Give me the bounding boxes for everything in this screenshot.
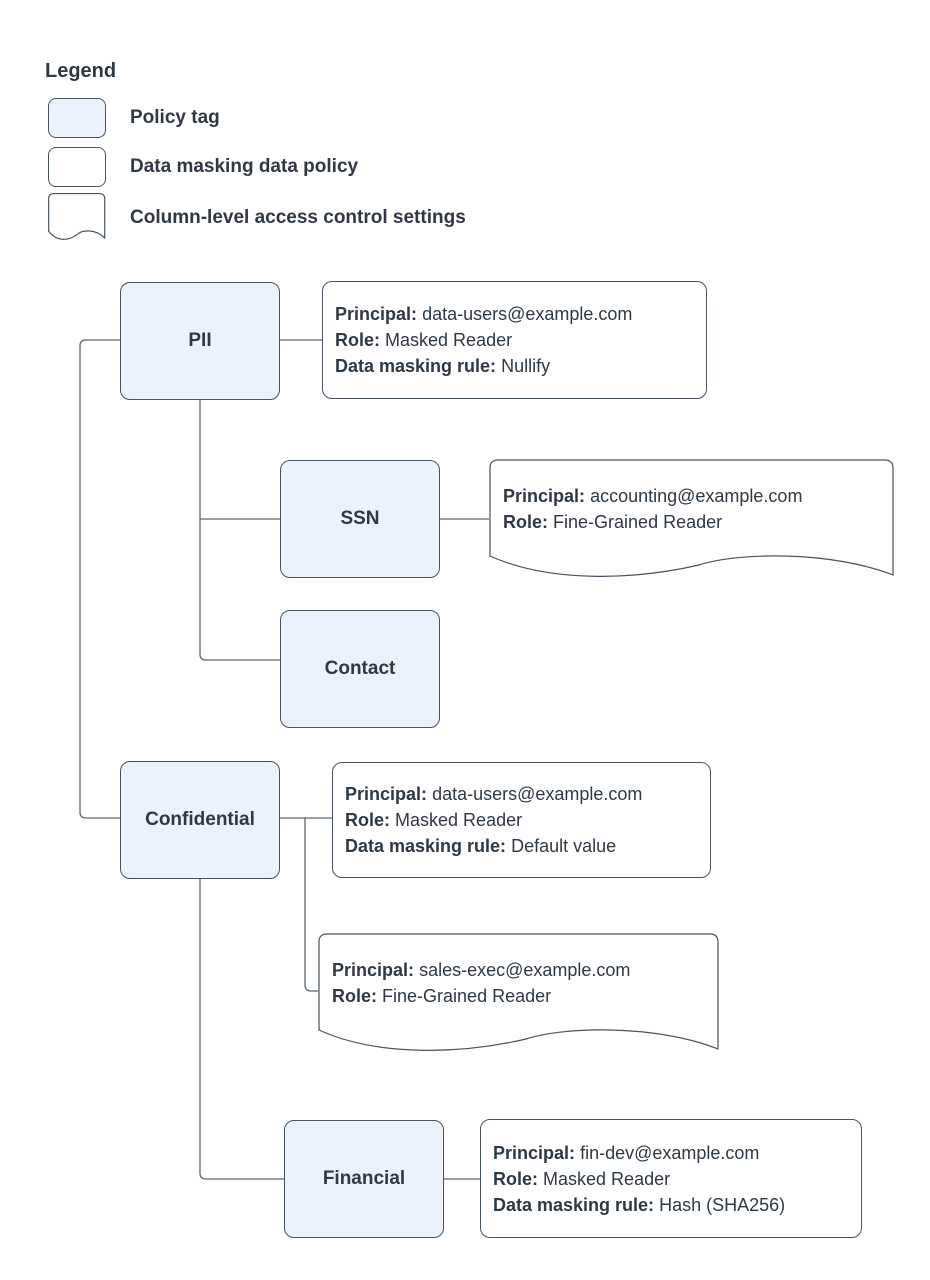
connector-confidential-financial — [199, 879, 284, 1180]
role-label: Role: — [332, 986, 377, 1006]
role-value: Masked Reader — [395, 810, 523, 830]
principal-row: Principal:data-users@example.com — [345, 781, 700, 807]
principal-label: Principal: — [345, 784, 428, 804]
principal-value: data-users@example.com — [422, 304, 633, 324]
role-label: Role: — [503, 512, 548, 532]
contact-policy-tag: Contact — [280, 610, 440, 728]
legend-item-policy-tag: Policy tag — [48, 98, 220, 138]
document-shape — [489, 459, 894, 577]
pii-tag-label: PII — [188, 330, 212, 351]
masking-rule-label: Data masking rule: — [493, 1194, 655, 1215]
financial-data-policy-card: Principal:fin-dev@example.com Role:Maske… — [480, 1119, 862, 1238]
principal-value: accounting@example.com — [590, 486, 803, 506]
document-shape — [318, 933, 719, 1051]
principal-label: Principal: — [503, 486, 586, 506]
confidential-data-policy-card: Principal:data-users@example.com Role:Ma… — [332, 762, 711, 878]
legend-item-label: Column-level access control settings — [130, 207, 466, 228]
masking-rule-value: Hash (SHA256) — [659, 1194, 786, 1215]
principal-row: Principal:fin-dev@example.com — [493, 1140, 851, 1166]
role-value: Masked Reader — [385, 330, 513, 350]
masking-rule-row: Data masking rule:Hash (SHA256) — [493, 1192, 851, 1218]
principal-value: fin-dev@example.com — [580, 1142, 760, 1163]
masking-rule-label: Data masking rule: — [345, 836, 507, 856]
masking-rule-row: Data masking rule:Nullify — [335, 353, 696, 379]
principal-label: Principal: — [332, 960, 415, 980]
masking-rule-label: Data masking rule: — [335, 356, 497, 376]
policy-tag-swatch-icon — [48, 98, 106, 138]
masking-rule-row: Data masking rule:Default value — [345, 833, 700, 859]
pii-data-policy-card: Principal:data-users@example.com Role:Ma… — [322, 281, 707, 399]
financial-tag-label: Financial — [322, 1168, 406, 1189]
principal-row: Principal:data-users@example.com — [335, 301, 696, 327]
principal-value: sales-exec@example.com — [419, 960, 631, 980]
document-shape-swatch-icon — [48, 193, 106, 240]
principal-row: Principal:sales-exec@example.com — [332, 957, 708, 983]
connector-confidential-sales — [304, 818, 318, 992]
role-label: Role: — [345, 810, 390, 830]
role-row: Role:Masked Reader — [335, 327, 696, 353]
role-row: Role:Fine-Grained Reader — [503, 509, 883, 535]
ssn-access-card: Principal:accounting@example.com Role:Fi… — [489, 459, 894, 584]
role-label: Role: — [335, 330, 380, 350]
connector-pii-contact — [199, 400, 280, 661]
legend-item-label: Data masking data policy — [130, 156, 359, 177]
legend-title: Legend — [45, 60, 117, 82]
role-row: Role:Masked Reader — [345, 807, 700, 833]
principal-row: Principal:accounting@example.com — [503, 483, 883, 509]
sales-exec-access-card: Principal:sales-exec@example.com Role:Fi… — [318, 933, 719, 1058]
connector-pii-confidential — [79, 339, 120, 819]
principal-label: Principal: — [335, 304, 418, 324]
pii-policy-tag: PII — [120, 282, 280, 400]
role-row: Role:Masked Reader — [493, 1166, 851, 1192]
legend-item-column-access: Column-level access control settings — [48, 193, 466, 243]
confidential-policy-tag: Confidential — [120, 761, 280, 879]
confidential-tag-label: Confidential — [145, 809, 255, 830]
ssn-tag-label: SSN — [340, 508, 380, 529]
legend-item-data-policy: Data masking data policy — [48, 147, 358, 187]
principal-label: Principal: — [493, 1142, 576, 1163]
role-value: Fine-Grained Reader — [553, 512, 723, 532]
legend: Legend Policy tag Data masking data poli… — [45, 60, 466, 240]
role-label: Role: — [493, 1168, 538, 1189]
role-value: Fine-Grained Reader — [382, 986, 552, 1006]
financial-policy-tag: Financial — [284, 1120, 444, 1238]
masking-rule-value: Nullify — [501, 356, 551, 376]
role-value: Masked Reader — [543, 1168, 671, 1189]
contact-tag-label: Contact — [324, 658, 396, 679]
role-row: Role:Fine-Grained Reader — [332, 983, 708, 1009]
data-policy-swatch-icon — [48, 147, 106, 187]
legend-item-label: Policy tag — [130, 107, 220, 128]
masking-rule-value: Default value — [511, 836, 617, 856]
principal-value: data-users@example.com — [432, 784, 643, 804]
ssn-policy-tag: SSN — [280, 460, 440, 578]
